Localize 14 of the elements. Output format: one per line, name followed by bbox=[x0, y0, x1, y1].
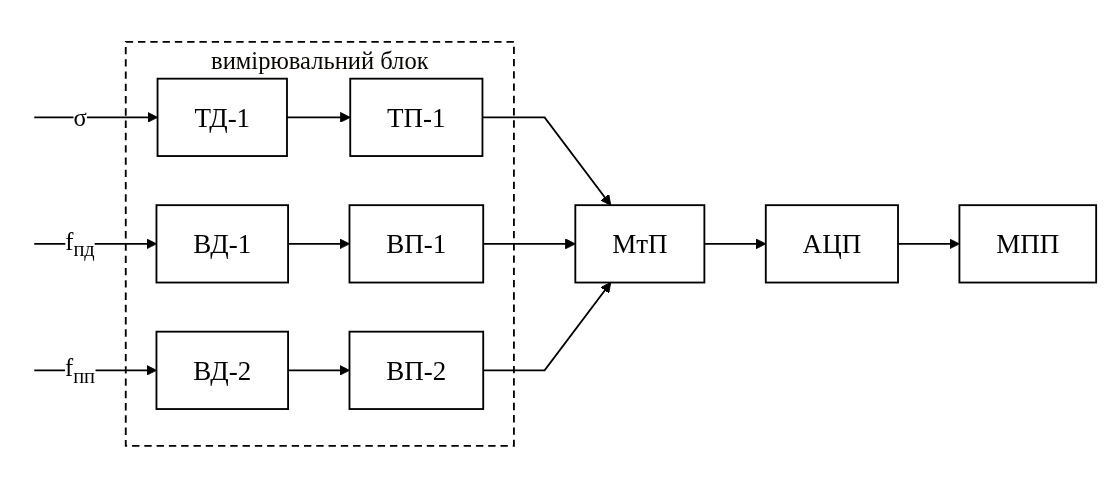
node-box: МПП bbox=[958, 203, 1097, 284]
node-box: ВП-1 bbox=[348, 203, 484, 284]
arrow bbox=[32, 111, 158, 123]
node-box: ТП-1 bbox=[348, 77, 483, 157]
node-box: ВД-1 bbox=[155, 203, 289, 284]
edge-label: σ bbox=[72, 103, 87, 131]
arrow bbox=[481, 116, 611, 206]
node-box: ВД-2 bbox=[155, 330, 289, 410]
edge-label: f$_{пп}$ bbox=[64, 354, 95, 388]
node-box: АЦП bbox=[764, 203, 899, 284]
edge-label: f$_{пд}$ bbox=[64, 227, 95, 261]
node-box: МтП bbox=[573, 203, 705, 284]
node-box: ВП-2 bbox=[348, 330, 484, 410]
node-box: ТД-1 bbox=[156, 77, 288, 157]
